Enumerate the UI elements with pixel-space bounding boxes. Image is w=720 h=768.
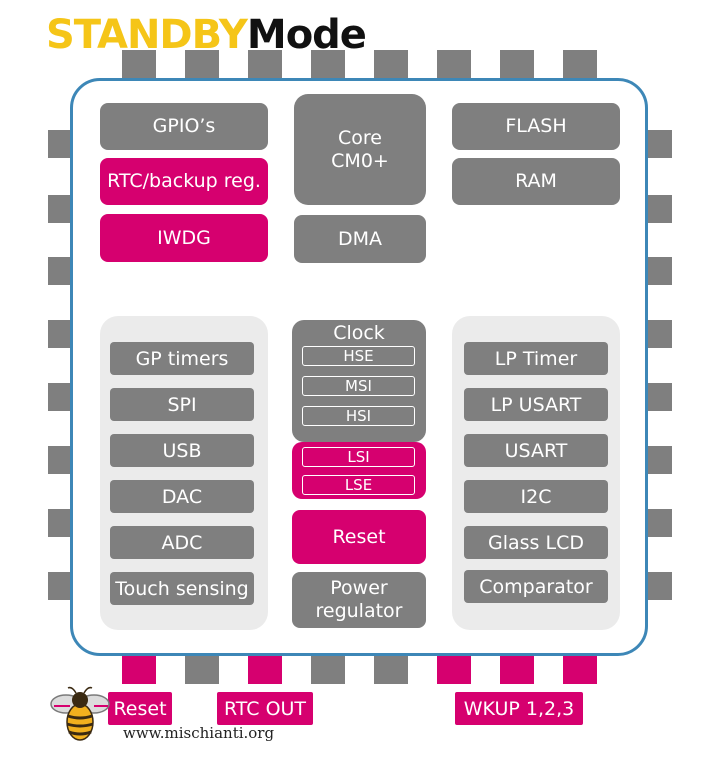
block-ram: RAM (452, 158, 620, 205)
pin-label-rtc-out: RTC OUT (217, 692, 313, 725)
block-gpio: GPIO’s (100, 103, 268, 150)
website-url: www.mischianti.org (123, 724, 275, 742)
osc-hsi: HSI (302, 406, 415, 426)
page-title: STANDBYMode (46, 12, 367, 58)
clock-block (292, 320, 426, 442)
osc-lsi: LSI (302, 447, 415, 467)
block-rtc-backup: RTC/backup reg. (100, 158, 268, 205)
block-lp-timer: LP Timer (464, 342, 608, 375)
clock-title: Clock (333, 322, 385, 344)
block-comparator: Comparator (464, 570, 608, 603)
pin-label-reset: Reset (108, 692, 172, 725)
block-lp-usart: LP USART (464, 388, 608, 421)
block-gp-timers: GP timers (110, 342, 254, 375)
block-flash: FLASH (452, 103, 620, 150)
osc-hse: HSE (302, 346, 415, 366)
block-glass-lcd: Glass LCD (464, 526, 608, 559)
osc-msi: MSI (302, 376, 415, 396)
bee-icon (50, 686, 110, 741)
block-usb: USB (110, 434, 254, 467)
block-spi: SPI (110, 388, 254, 421)
pin-label-wkup: WKUP 1,2,3 (455, 692, 583, 725)
block-touch-sensing: Touch sensing (110, 572, 254, 605)
osc-lse: LSE (302, 475, 415, 495)
block-dma: DMA (294, 215, 426, 263)
block-dac: DAC (110, 480, 254, 513)
block-adc: ADC (110, 526, 254, 559)
block-power-regulator: Power regulator (292, 572, 426, 628)
block-reset: Reset (292, 510, 426, 564)
block-i2c: I2C (464, 480, 608, 513)
block-core: Core CM0+ (294, 94, 426, 205)
block-usart: USART (464, 434, 608, 467)
low-speed-clock-block (292, 442, 426, 499)
block-iwdg: IWDG (100, 214, 268, 262)
